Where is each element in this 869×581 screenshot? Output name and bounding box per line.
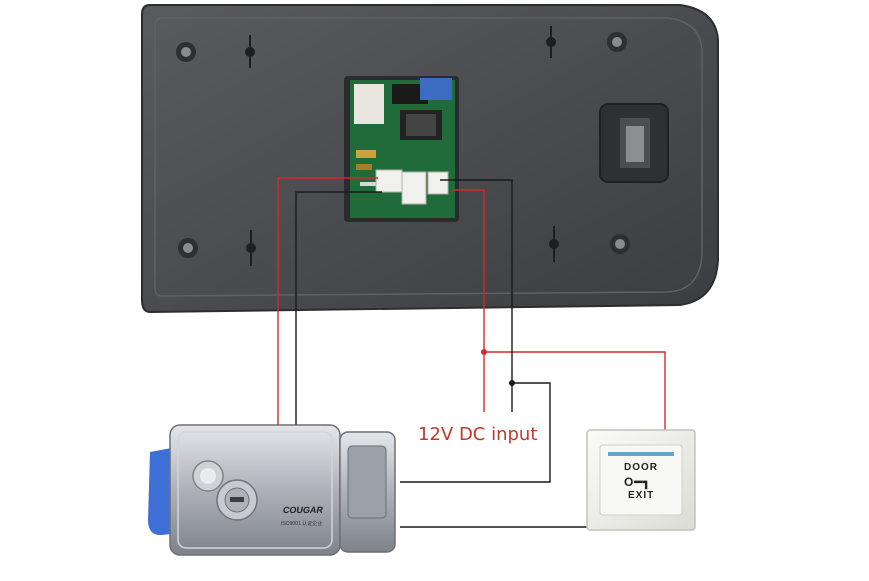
exit-button	[586, 429, 696, 531]
screw-hole-icon	[610, 234, 630, 254]
screw-hole-icon	[607, 32, 627, 52]
ground-wire-lock	[400, 382, 551, 483]
key-icon: O━┓	[624, 475, 651, 489]
key-cylinder-icon	[216, 479, 258, 521]
lock-knob	[192, 460, 224, 492]
power-wire-lock	[277, 177, 378, 425]
power-wire-input	[452, 189, 485, 412]
exit-button-bottom-text: EXIT	[628, 490, 655, 501]
ground-junction	[509, 380, 515, 386]
power-input-label: 12V DC input	[418, 424, 538, 445]
electric-lock	[148, 424, 396, 556]
signal-wire-input	[440, 179, 513, 412]
lock-cert-text: ISO9001 认证企业	[281, 521, 323, 527]
screw-hole-icon	[176, 42, 196, 62]
control-panel	[141, 4, 719, 314]
signal-wire-lock	[295, 191, 382, 425]
signal-wire-button	[400, 493, 591, 528]
lock-brand-text: COUGAR	[282, 505, 324, 515]
keyhole-mount-icon	[549, 226, 559, 262]
keyhole-mount-icon	[245, 35, 255, 68]
keyhole-mount-icon	[546, 26, 556, 58]
keyhole-mount-icon	[246, 230, 256, 266]
power-wire-button	[484, 351, 666, 430]
exit-button-top-text: DOOR	[624, 462, 658, 473]
circuit-board	[344, 76, 459, 222]
mounting-latch	[599, 103, 669, 183]
power-junction	[481, 349, 487, 355]
screw-hole-icon	[178, 238, 198, 258]
